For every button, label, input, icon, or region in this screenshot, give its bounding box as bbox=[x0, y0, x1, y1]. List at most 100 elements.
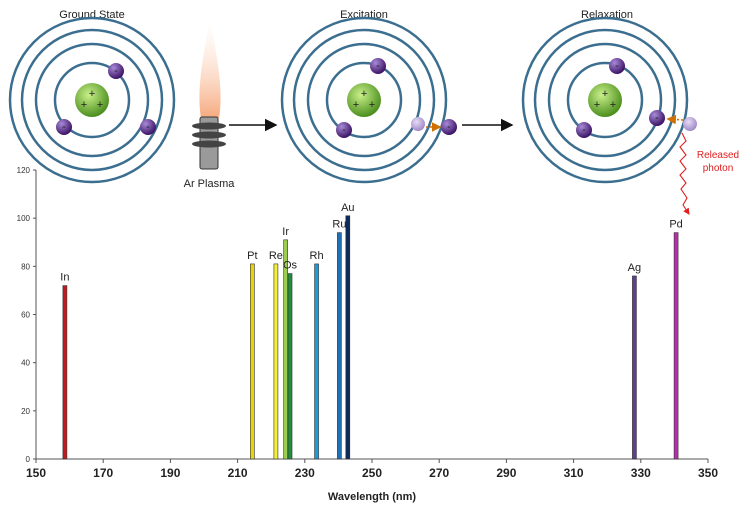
electron-charge: - bbox=[615, 60, 619, 72]
electron-excited bbox=[441, 119, 457, 135]
spectral-line-rh bbox=[314, 263, 319, 460]
nucleus-charge: + bbox=[361, 88, 367, 100]
y-tick-label: 20 bbox=[21, 407, 30, 416]
electron-charge: - bbox=[146, 121, 150, 133]
orbit bbox=[533, 28, 677, 172]
electron-relaxed bbox=[649, 110, 665, 126]
nucleus bbox=[347, 83, 381, 117]
electron bbox=[609, 58, 625, 74]
orbit bbox=[521, 16, 689, 184]
spectral-line-label: In bbox=[60, 272, 69, 284]
nucleus-charge: + bbox=[89, 88, 95, 100]
x-tick-label: 230 bbox=[295, 466, 315, 480]
nucleus-charge: + bbox=[610, 99, 616, 111]
emission-spectrum-chart: 0 20 40 60 80 100 120 150 170 190 210 230 250 270 290… bbox=[17, 166, 719, 503]
orbit bbox=[20, 28, 164, 172]
x-tick-label: 210 bbox=[228, 466, 248, 480]
x-ticks: 150 170 190 210 230 250 270 290 310 330 350 bbox=[26, 459, 718, 480]
relaxation-arrow bbox=[666, 114, 684, 125]
orbit bbox=[280, 16, 448, 184]
electron bbox=[140, 119, 156, 135]
spectral-line-label: Rh bbox=[310, 250, 324, 262]
nucleus-charge: + bbox=[81, 99, 87, 111]
y-ticks: 0 20 40 60 80 100 120 bbox=[17, 166, 36, 464]
spectral-line-ir bbox=[283, 239, 288, 460]
orbit bbox=[325, 61, 403, 139]
rf-coil bbox=[192, 131, 226, 139]
nucleus bbox=[588, 83, 622, 117]
spectral-line-ag bbox=[632, 275, 637, 460]
electron-charge: - bbox=[114, 65, 118, 77]
electron-charge: - bbox=[582, 124, 586, 136]
electron-charge: - bbox=[376, 60, 380, 72]
x-tick-label: 310 bbox=[564, 466, 584, 480]
orbit bbox=[547, 42, 663, 158]
nucleus bbox=[75, 83, 109, 117]
atom-excitation: + + + - - - bbox=[280, 16, 457, 184]
torch-label: Ar Plasma bbox=[184, 178, 236, 190]
electron bbox=[336, 122, 352, 138]
x-tick-label: 150 bbox=[26, 466, 46, 480]
spectral-line-in bbox=[62, 285, 68, 460]
spectral-line-label: Ag bbox=[628, 262, 641, 274]
electron bbox=[576, 122, 592, 138]
x-tick-label: 170 bbox=[93, 466, 113, 480]
nucleus-charge: + bbox=[97, 99, 103, 111]
spectral-line-label: Pd bbox=[669, 219, 682, 231]
electron bbox=[370, 58, 386, 74]
x-tick-label: 290 bbox=[496, 466, 516, 480]
stage-title-ground: Ground State bbox=[59, 9, 124, 21]
spectral-line-au bbox=[345, 215, 351, 460]
atom-ground-state: + + + - - - bbox=[8, 16, 176, 184]
nucleus-charge: + bbox=[369, 99, 375, 111]
photon-label-line2: photon bbox=[703, 163, 734, 174]
electron-charge: - bbox=[447, 121, 451, 133]
electron bbox=[56, 119, 72, 135]
rf-coil bbox=[192, 140, 226, 148]
photon-label-line1: Released bbox=[697, 150, 739, 161]
y-tick-label: 0 bbox=[26, 455, 31, 464]
orbit bbox=[306, 42, 422, 158]
electron bbox=[108, 63, 124, 79]
orbit bbox=[53, 61, 131, 139]
spectral-line-pd bbox=[673, 232, 679, 460]
atom-relaxation: + + + - - - bbox=[521, 16, 697, 184]
y-tick-label: 100 bbox=[17, 214, 31, 223]
electron-previous-position bbox=[411, 117, 425, 131]
spectral-line-label: Os bbox=[283, 260, 298, 272]
spectral-line-pt bbox=[250, 263, 255, 460]
spectral-line-label: Pt bbox=[247, 250, 257, 262]
electron-charge: - bbox=[655, 112, 659, 124]
y-tick-label: 120 bbox=[17, 166, 31, 175]
spectral-line-re bbox=[273, 263, 279, 460]
x-tick-label: 250 bbox=[362, 466, 382, 480]
plasma-flame bbox=[199, 20, 221, 118]
y-tick-label: 60 bbox=[21, 311, 30, 320]
spectral-line-ru bbox=[337, 232, 342, 460]
y-tick-label: 40 bbox=[21, 359, 30, 368]
orbit bbox=[292, 28, 436, 172]
orbit bbox=[566, 61, 644, 139]
x-tick-label: 190 bbox=[160, 466, 180, 480]
rf-coil bbox=[192, 122, 226, 130]
spectral-line-label: Ir bbox=[282, 226, 289, 238]
spectral-line-os bbox=[287, 273, 293, 460]
nucleus-charge: + bbox=[353, 99, 359, 111]
nucleus-charge: + bbox=[602, 88, 608, 100]
electron-charge: - bbox=[342, 124, 346, 136]
spectral-line-label: Ru bbox=[332, 219, 346, 231]
x-tick-label: 350 bbox=[698, 466, 718, 480]
orbit bbox=[34, 42, 150, 158]
y-tick-label: 80 bbox=[21, 262, 30, 271]
ar-plasma-torch: Ar Plasma bbox=[184, 20, 236, 190]
nucleus-charge: + bbox=[594, 99, 600, 111]
x-tick-label: 270 bbox=[429, 466, 449, 480]
x-tick-label: 330 bbox=[631, 466, 651, 480]
electron-charge: - bbox=[62, 121, 66, 133]
electron-previous-position bbox=[683, 117, 697, 131]
photon-wave bbox=[679, 132, 690, 215]
spectral-line-label: Au bbox=[341, 202, 354, 214]
x-axis-label: Wavelength (nm) bbox=[328, 491, 417, 503]
